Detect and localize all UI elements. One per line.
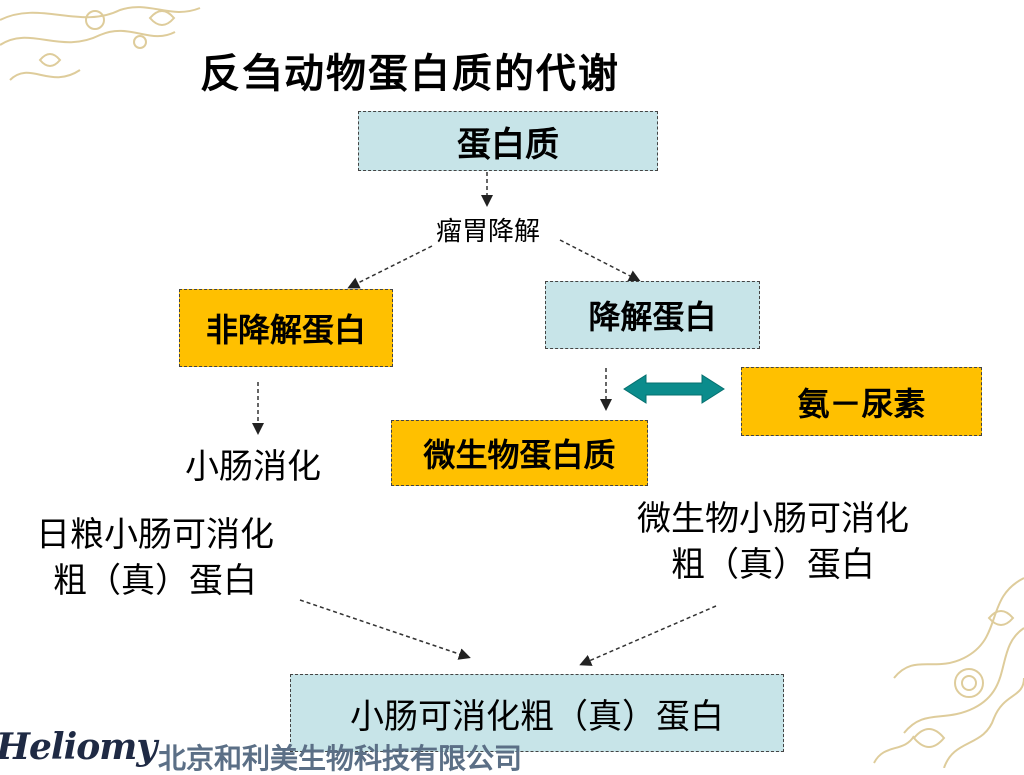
undegraded-protein-box: 非降解蛋白 [179, 289, 393, 367]
logo-text: Heliomy [0, 726, 157, 768]
arrow-microbial-to-total [579, 605, 717, 666]
protein-box: 蛋白质 [358, 111, 658, 171]
ammonia-urea-box: 氨－尿素 [741, 367, 982, 436]
total-digestible-box: 小肠可消化粗（真）蛋白 [290, 674, 784, 752]
arrow-ration-to-total [299, 599, 471, 660]
page-title: 反刍动物蛋白质的代谢 [200, 50, 620, 97]
ration-digestible-line1: 日粮小肠可消化 [36, 515, 274, 555]
arrow-rumen-to-undegraded [347, 245, 433, 289]
microbial-digestible-line1: 微生物小肠可消化 [637, 499, 909, 539]
microbial-digestible-line2: 粗（真）蛋白 [671, 545, 875, 585]
bottom-right-ornament [873, 577, 1024, 768]
total-digestible-label: 小肠可消化粗（真）蛋白 [350, 696, 724, 737]
ammonia-urea-label: 氨－尿素 [797, 384, 926, 423]
company-logo: Heliomy [0, 726, 157, 768]
microbial-protein-label: 微生物蛋白质 [423, 436, 616, 474]
protein-label: 蛋白质 [457, 124, 559, 165]
double-arrow-icon [623, 374, 725, 404]
top-left-ornament [0, 6, 201, 81]
rumen-degradation-label: 瘤胃降解 [435, 217, 540, 247]
arrow-rumen-to-degraded [559, 239, 641, 282]
company-name: 北京和利美生物科技有限公司 [158, 742, 523, 775]
small-intestine-digestion-label: 小肠消化 [185, 447, 321, 487]
ration-digestible-line2: 粗（真）蛋白 [53, 561, 257, 601]
microbial-protein-box: 微生物蛋白质 [391, 420, 648, 486]
degraded-protein-label: 降解蛋白 [588, 298, 717, 336]
degraded-protein-box: 降解蛋白 [545, 281, 760, 349]
undegraded-protein-label: 非降解蛋白 [205, 311, 366, 349]
